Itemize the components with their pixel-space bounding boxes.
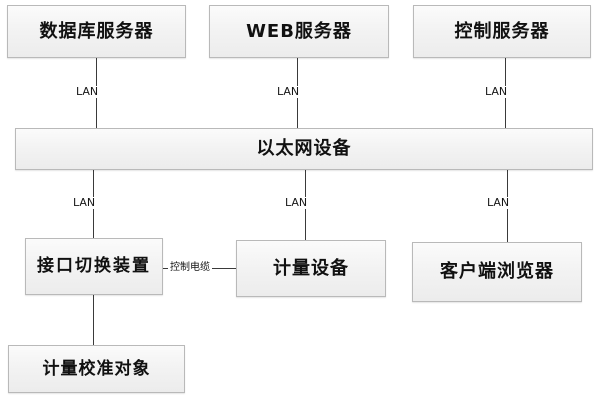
node-interface-switch-device: 接口切换装置 — [25, 238, 163, 295]
node-database-server: 数据库服务器 — [7, 5, 186, 58]
node-label-metering-device: 计量设备 — [273, 257, 349, 279]
node-ethernet-device: 以太网设备 — [15, 128, 593, 170]
link-label-control-cable: 控制电缆 — [168, 262, 212, 273]
node-label-calibration-object: 计量校准对象 — [42, 358, 151, 379]
link-label-lan-web: LAN — [275, 85, 302, 99]
node-metering-device: 计量设备 — [236, 240, 386, 297]
link-label-lan-metering: LAN — [283, 196, 310, 210]
node-label-control-server: 控制服务器 — [454, 20, 550, 42]
link-label-lan-control: LAN — [483, 85, 510, 99]
node-web-server: WEB服务器 — [209, 5, 389, 58]
node-control-server: 控制服务器 — [413, 5, 591, 58]
node-label-web-server: WEB服务器 — [246, 20, 352, 42]
link-label-lan-interface-switch: LAN — [71, 196, 98, 210]
node-label-client-browser: 客户端浏览器 — [440, 261, 554, 282]
node-label-interface-switch-device: 接口切换装置 — [37, 256, 151, 276]
node-label-ethernet-device: 以太网设备 — [256, 138, 352, 159]
node-label-database-server: 数据库服务器 — [39, 20, 154, 42]
link-label-lan-database: LAN — [74, 85, 101, 99]
link-label-lan-browser: LAN — [485, 196, 512, 210]
connector-interface-switch-to-calibration-object — [93, 295, 94, 345]
node-client-browser: 客户端浏览器 — [412, 242, 582, 302]
node-calibration-object: 计量校准对象 — [8, 345, 185, 393]
